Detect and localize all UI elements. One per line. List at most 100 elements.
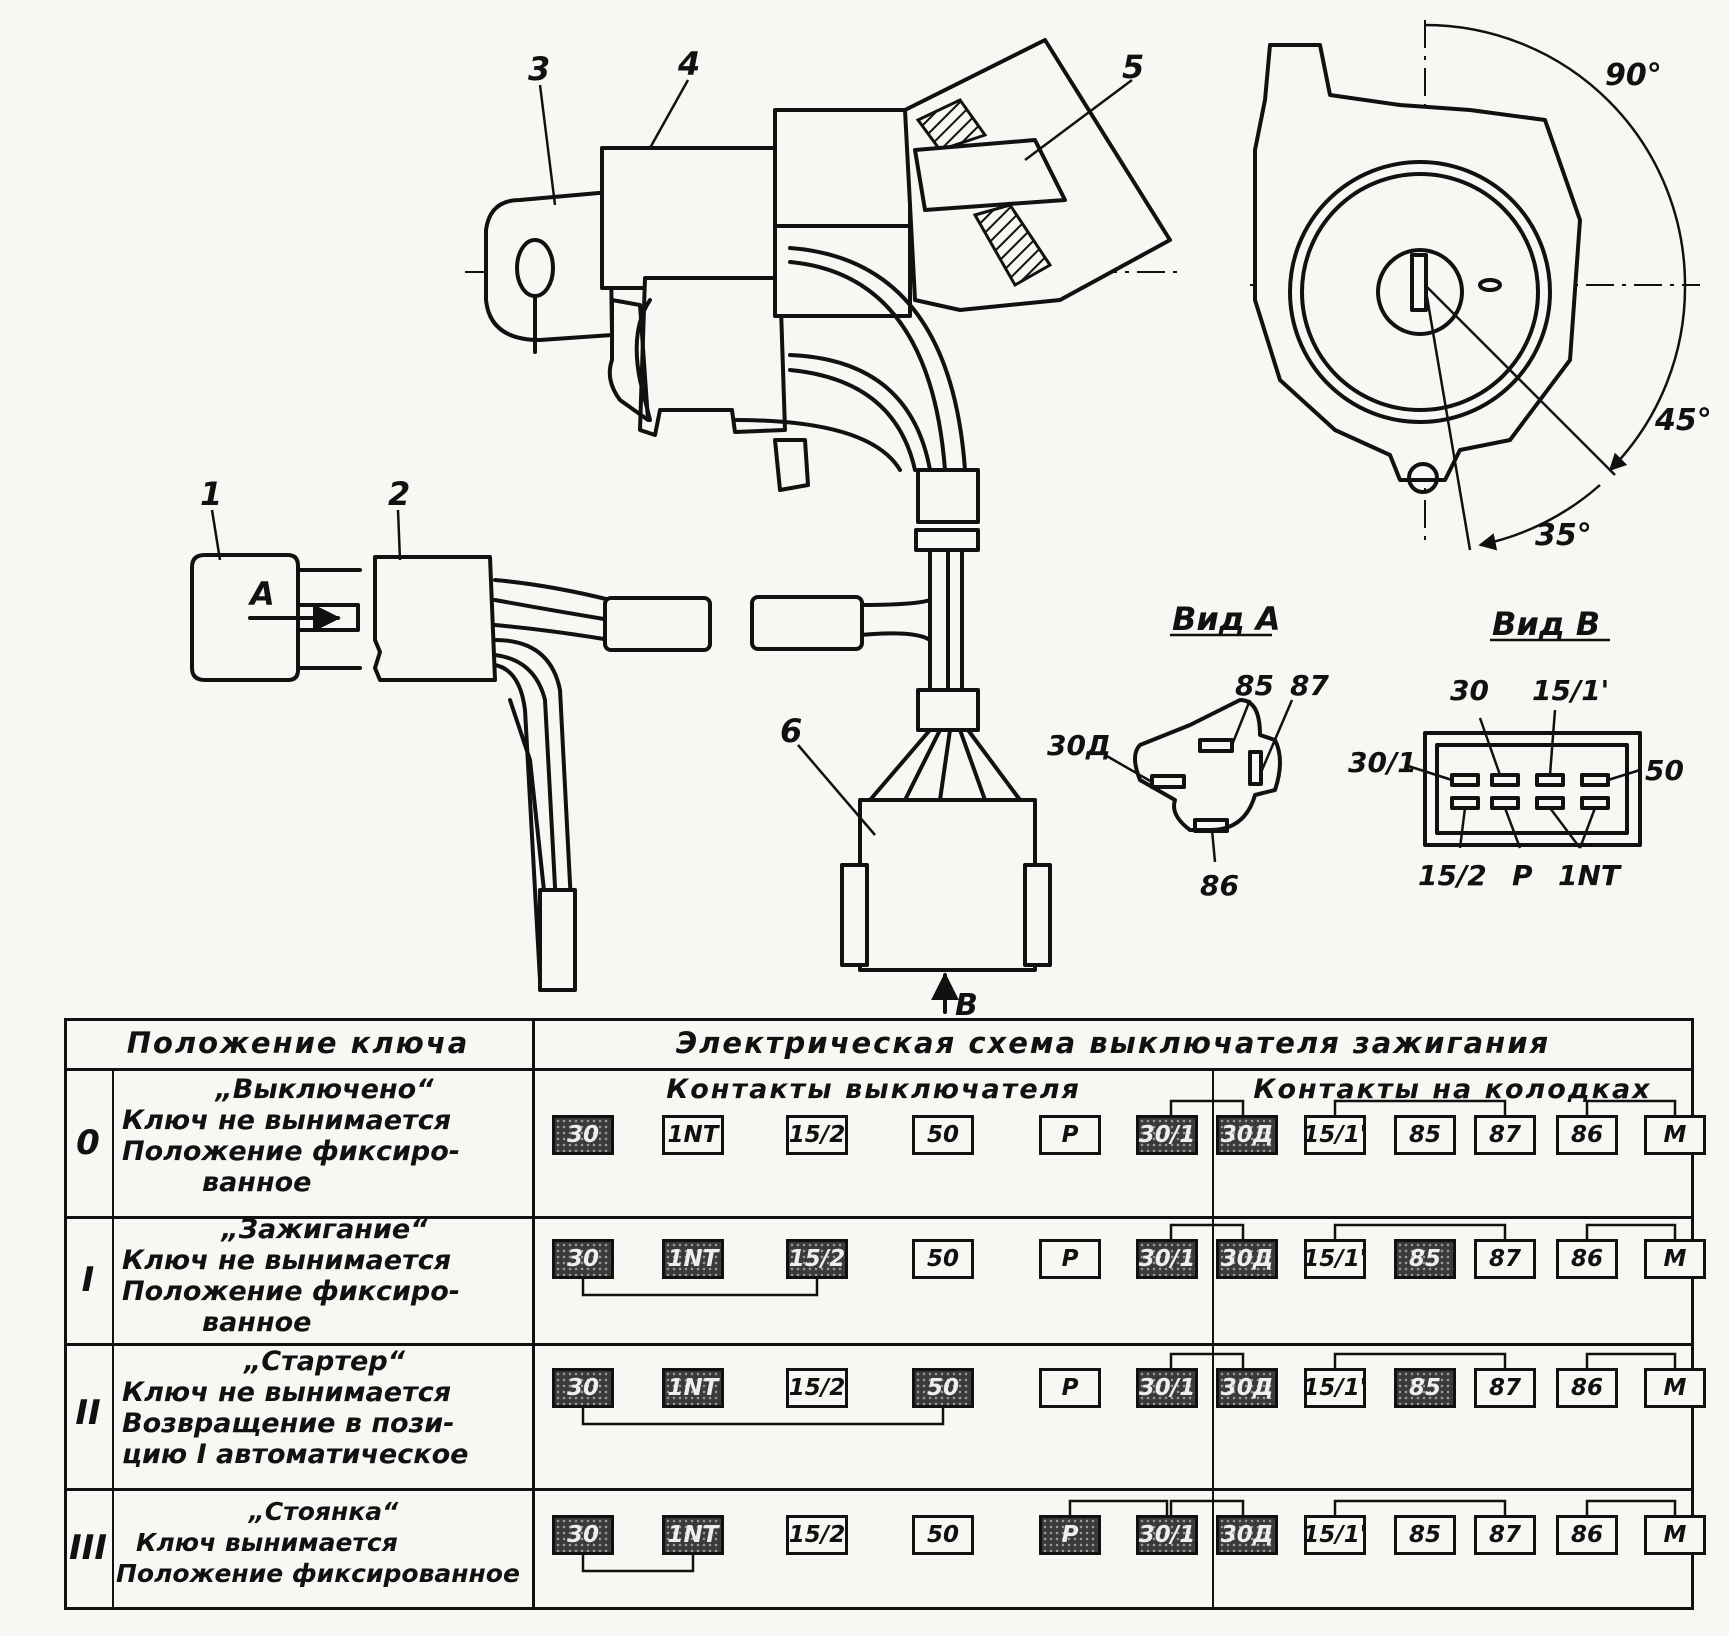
row-1-description: „Зажигание“ Ключ не вынимается Положение… [122, 1214, 527, 1338]
part-number-3: 3 [528, 50, 550, 88]
row-1-line-2: Положение фиксиро- [122, 1276, 460, 1307]
view-a-pin-86: 86 [1200, 869, 1239, 902]
row-2-line-1: Ключ не вынимается [122, 1377, 452, 1408]
jumper-15-1-87-row-1 [1333, 1223, 1507, 1239]
terminal-row-2-6: 30Д [1216, 1368, 1278, 1408]
terminal-row-2-2: 15/2 [786, 1368, 848, 1408]
terminal-row-1-9: 87 [1474, 1239, 1536, 1279]
terminal-row-1-4: P [1039, 1239, 1101, 1279]
part-number-1: 1 [200, 475, 222, 513]
arrow-label-b: B [955, 988, 978, 1023]
terminal-row-3-4: P [1039, 1515, 1101, 1555]
angle-90: 90° [1605, 58, 1662, 93]
terminal-wiring [581, 1099, 1677, 1573]
row-3-description: „Стоянка“ Ключ вынимается Положение фикс… [116, 1496, 531, 1589]
terminal-row-2-0: 30 [552, 1368, 614, 1408]
switch-assembly [465, 38, 1185, 1014]
terminal-row-3-7: 15/1' [1303, 1515, 1367, 1555]
terminal-row-2-4: P [1039, 1368, 1101, 1408]
terminal-row-2-11: M [1644, 1368, 1706, 1408]
terminal-row-1-0: 30 [552, 1239, 614, 1279]
terminal-row-3-10: 86 [1556, 1515, 1618, 1555]
terminal-row-3-0: 30 [552, 1515, 614, 1555]
jumper-30-1-30d-row-1 [1169, 1223, 1245, 1239]
view-b-pin-30: 30 [1450, 674, 1489, 707]
jumper-30-1-30d-row-3 [1169, 1499, 1245, 1515]
view-a-pin-87: 87 [1290, 669, 1329, 702]
terminal-row-0-1: 1NT [662, 1115, 724, 1155]
row-2-title: „Стартер“ [243, 1346, 406, 1377]
row-3-title: „Стоянка“ [248, 1497, 399, 1526]
view-b-diagram [1423, 638, 1642, 847]
terminal-row-0-11: M [1644, 1115, 1706, 1155]
view-a-diagram [1133, 633, 1282, 833]
row-0-position: 0 [76, 1123, 100, 1163]
terminal-row-0-9: 87 [1474, 1115, 1536, 1155]
terminal-row-0-4: P [1039, 1115, 1101, 1155]
jumper-p-30-1-row-3 [1068, 1499, 1169, 1515]
terminal-row-1-6: 30Д [1216, 1239, 1278, 1279]
terminal-row-0-0: 30 [552, 1115, 614, 1155]
terminal-row-3-11: M [1644, 1515, 1706, 1555]
view-b-title: Вид В [1492, 605, 1600, 643]
header-electrical-scheme: Электрическая схема выключателя зажигани… [675, 1026, 1551, 1060]
terminal-row-1-11: M [1644, 1239, 1706, 1279]
terminal-row-0-10: 86 [1556, 1115, 1618, 1155]
row-1-title: „Зажигание“ [221, 1214, 428, 1245]
terminal-row-2-7: 15/1' [1303, 1368, 1367, 1408]
view-a-pin-85: 85 [1235, 669, 1274, 702]
view-b-pin-15-2: 15/2 [1418, 859, 1487, 892]
terminal-row-0-8: 85 [1394, 1115, 1456, 1155]
view-b-pin-p: P [1512, 859, 1533, 892]
terminal-row-2-10: 86 [1556, 1368, 1618, 1408]
terminal-row-2-9: 87 [1474, 1368, 1536, 1408]
terminal-row-3-1: 1NT [662, 1515, 724, 1555]
part-number-4: 4 [677, 45, 700, 83]
relay-and-connector [190, 553, 712, 992]
jumper-30-1-30d-row-2 [1169, 1352, 1245, 1368]
jumper-15-1-87-row-2 [1333, 1352, 1507, 1368]
jumper-86-m-row-1 [1585, 1223, 1677, 1239]
view-a-pin-30d: 30Д [1047, 729, 1111, 762]
jumper-lower-row-3 [581, 1555, 695, 1573]
view-b-pin-50: 50 [1645, 754, 1684, 787]
view-a-title: Вид А [1172, 600, 1281, 638]
row-1-position: I [81, 1260, 95, 1300]
row-2-position: II [75, 1393, 101, 1433]
terminal-row-3-5: 30/1 [1136, 1515, 1198, 1555]
row-2-description: „Стартер“ Ключ не вынимается Возвращение… [122, 1346, 527, 1470]
jumper-15-1-87-row-0 [1333, 1099, 1507, 1115]
terminal-row-2-3: 50 [912, 1368, 974, 1408]
terminal-row-2-1: 1NT [662, 1368, 724, 1408]
terminal-row-0-2: 15/2 [786, 1115, 848, 1155]
terminal-row-3-3: 50 [912, 1515, 974, 1555]
terminal-row-1-1: 1NT [662, 1239, 724, 1279]
part-number-6: 6 [780, 712, 802, 750]
view-b-pin-30-1: 30/1 [1348, 746, 1417, 779]
view-b-pin-15-1: 15/1' [1532, 674, 1609, 707]
row-2-line-2: Возвращение в пози- [122, 1408, 455, 1439]
terminal-row-3-2: 15/2 [786, 1515, 848, 1555]
row-1-line-3: ванное [202, 1307, 312, 1338]
row-3-position: III [69, 1528, 107, 1568]
jumper-86-m-row-3 [1585, 1499, 1677, 1515]
row-0-title: „Выключено“ [215, 1074, 434, 1105]
terminal-row-0-5: 30/1 [1136, 1115, 1198, 1155]
jumper-lower-row-2 [581, 1408, 945, 1426]
arrow-label-a: A [247, 575, 275, 613]
terminal-row-1-8: 85 [1394, 1239, 1456, 1279]
terminal-row-3-8: 85 [1394, 1515, 1456, 1555]
part-number-2: 2 [388, 475, 410, 513]
view-b-pin-1nt: 1NT [1558, 859, 1622, 892]
terminal-row-0-6: 30Д [1216, 1115, 1278, 1155]
header-key-position: Положение ключа [126, 1026, 470, 1060]
subheader-switch-contacts: Контакты выключателя [666, 1074, 1081, 1105]
terminal-row-0-3: 50 [912, 1115, 974, 1155]
terminal-row-0-7: 15/1' [1303, 1115, 1367, 1155]
terminal-row-1-10: 86 [1556, 1239, 1618, 1279]
terminal-row-1-5: 30/1 [1136, 1239, 1198, 1279]
terminal-row-1-2: 15/2 [786, 1239, 848, 1279]
leader-lines [210, 78, 1641, 863]
angle-35: 35° [1535, 518, 1592, 553]
